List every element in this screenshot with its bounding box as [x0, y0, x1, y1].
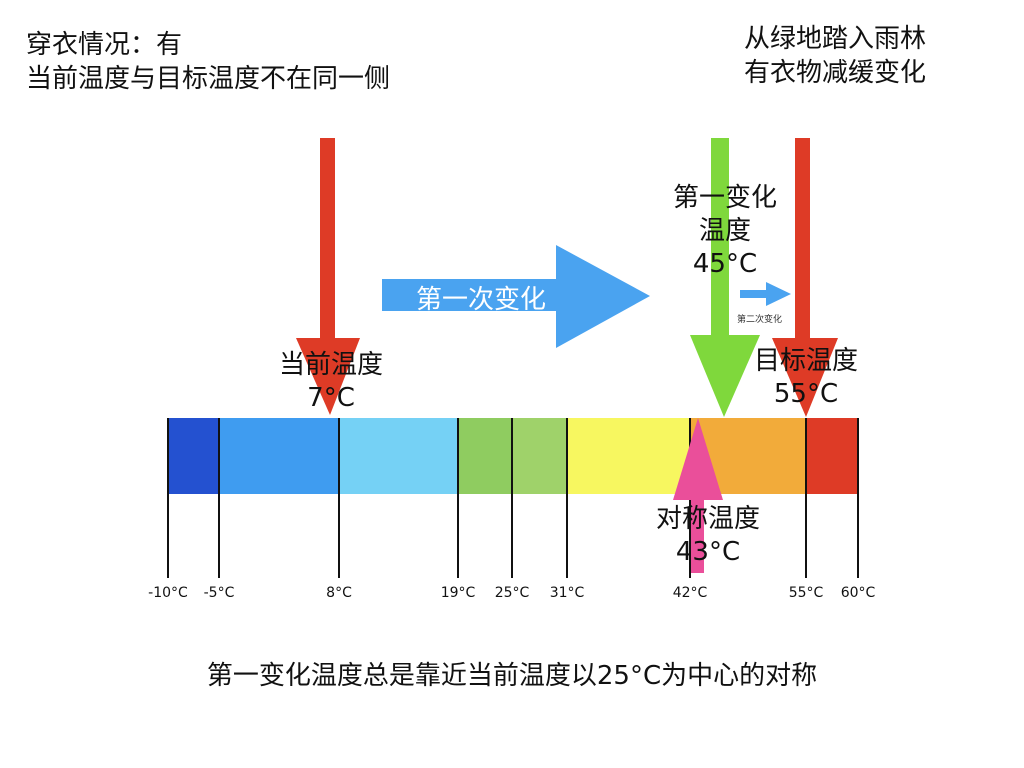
bottom-caption: 第一变化温度总是靠近当前温度以25°C为中心的对称 [206, 661, 818, 691]
second-change-arrow [740, 282, 791, 306]
first-change-temperature-value: 45°C [692, 249, 758, 279]
tick-label-55: 55°C [788, 585, 824, 601]
first-change-temperature-label: 第一变化 温度 45°C [673, 182, 777, 281]
first-change-temperature-name-line1: 第一变化 [672, 183, 778, 213]
current-temperature-arrow [296, 138, 360, 415]
temperature-band-5 [567, 418, 690, 494]
temperature-band-7 [806, 418, 858, 494]
temperature-band-1 [219, 418, 339, 494]
target-temperature-arrow [772, 138, 838, 417]
environment-change-note: 从绿地踏入雨林 有衣物减缓变化 [744, 22, 926, 90]
note-line-clothing: 穿衣情况：有 [26, 30, 183, 60]
temperature-ticks [167, 418, 859, 578]
temperature-band-0 [168, 418, 219, 494]
first-change-label: 第一次变化 [416, 285, 547, 315]
target-temperature-label: 目标温度 55°C [754, 345, 858, 411]
current-temperature-value: 7°C [307, 383, 355, 413]
temperature-band-2 [339, 418, 458, 494]
tick-label-31: 31°C [549, 585, 585, 601]
tick-label-25: 25°C [494, 585, 530, 601]
symmetric-temperature-value: 43°C [675, 537, 741, 567]
current-temperature-name: 当前温度 [278, 350, 384, 380]
tick-label-19: 19°C [440, 585, 476, 601]
first-change-temperature-arrow [690, 138, 760, 417]
temperature-band-3 [458, 418, 512, 494]
note-line-environment: 从绿地踏入雨林 [744, 24, 927, 54]
tick-label-60: 60°C [840, 585, 876, 601]
tick-label-8: 8°C [326, 585, 352, 601]
first-change-arrow [382, 245, 650, 348]
target-temperature-value: 55°C [773, 379, 839, 409]
tick-label-minus-5: -5°C [203, 585, 235, 601]
clothing-status-note: 穿衣情况：有 当前温度与目标温度不在同一侧 [26, 28, 390, 96]
symmetric-temperature-arrow [673, 418, 723, 573]
second-change-label: 第二次变化 [737, 315, 783, 325]
note-line-clothing-effect: 有衣物减缓变化 [744, 58, 927, 88]
note-line-side: 当前温度与目标温度不在同一侧 [26, 64, 391, 94]
target-temperature-name: 目标温度 [753, 346, 859, 376]
symmetric-temperature-label: 对称温度 43°C [656, 503, 760, 569]
tick-label-42: 42°C [672, 585, 708, 601]
temperature-band-4 [512, 418, 567, 494]
first-change-temperature-name-line2: 温度 [698, 216, 752, 246]
current-temperature-label: 当前温度 7°C [279, 349, 383, 415]
symmetric-temperature-name: 对称温度 [655, 504, 761, 534]
tick-label-minus-10: -10°C [148, 585, 188, 601]
